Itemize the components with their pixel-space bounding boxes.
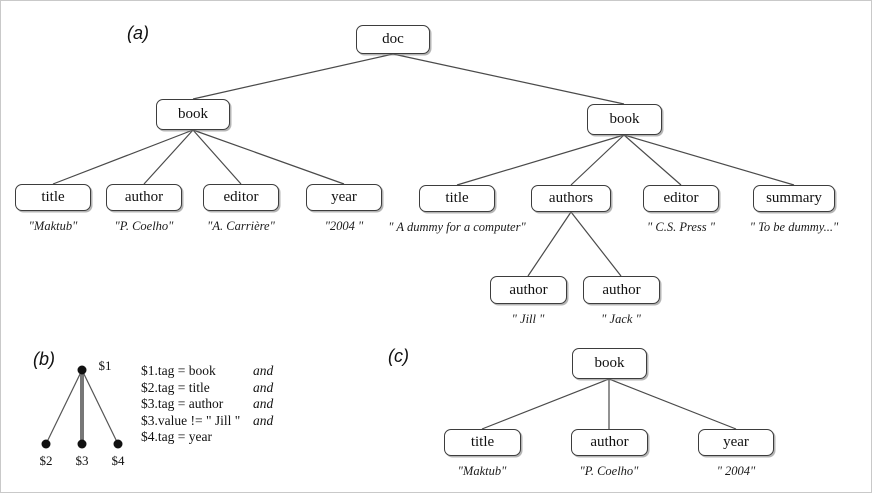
panel-label-c: (c) (388, 346, 409, 366)
edge-authors-author1 (527, 211, 572, 277)
edge-bookright-title (456, 134, 625, 186)
value-editor-right: " C.S. Press " (646, 220, 716, 234)
condition-row: $3.tag = author and (141, 396, 273, 413)
condition-expression: $1.tag = book (141, 363, 216, 378)
node-title-left[interactable]: title (15, 184, 91, 211)
node-c-title[interactable]: title (444, 429, 521, 456)
edge-c-book-year (608, 378, 737, 430)
edge-v1-v4 (81, 369, 119, 445)
value-summary: " To be dummy..." (749, 220, 839, 234)
value-author-jill: " Jill " (511, 312, 545, 326)
value-c-year: " 2004" (716, 464, 756, 478)
query-node-v1-dot[interactable] (77, 365, 87, 375)
node-c-year[interactable]: year (698, 429, 774, 456)
value-author-jack: " Jack " (601, 312, 641, 326)
condition-row: $4.tag = year (141, 429, 273, 446)
edge-bookright-summary (623, 134, 795, 186)
node-title-right[interactable]: title (419, 185, 495, 212)
value-c-author: "P. Coelho" (579, 464, 639, 478)
edge-bookright-editor (623, 134, 682, 186)
edge-authors-author2 (570, 211, 622, 277)
value-title-left: "Maktub" (28, 219, 78, 233)
condition-expression: $4.tag = year (141, 429, 212, 444)
query-node-v3-label: $3 (75, 453, 89, 468)
edge-doc-book-right (392, 53, 625, 105)
node-c-book[interactable]: book (572, 348, 647, 379)
query-node-v3-dot[interactable] (77, 439, 87, 449)
node-editor-right[interactable]: editor (643, 185, 719, 212)
query-node-v2-label: $2 (39, 453, 53, 468)
value-c-title: "Maktub" (457, 464, 507, 478)
query-node-v4-label: $4 (111, 453, 125, 468)
edge-bookright-authors (570, 134, 625, 186)
value-title-right: " A dummy for a computer" (388, 220, 526, 234)
condition-conjunction: and (253, 396, 274, 411)
value-year-left: "2004 " (324, 219, 364, 233)
edge-c-book-title (481, 378, 610, 430)
node-c-author[interactable]: author (571, 429, 648, 456)
edge-bookleft-title (52, 129, 194, 185)
node-author-left[interactable]: author (106, 184, 182, 211)
edge-bookleft-author (143, 129, 194, 185)
edge-bookleft-year (192, 129, 345, 185)
edge-bookleft-editor (192, 129, 242, 185)
query-conditions-list: $1.tag = book and $2.tag = title and $3.ta… (141, 363, 273, 446)
condition-expression: $3.tag = author (141, 396, 224, 411)
condition-conjunction: and (253, 412, 274, 428)
panel-label-a: (a) (127, 23, 149, 43)
query-node-v1-label: $1 (98, 358, 112, 373)
condition-row: $2.tag = title and (141, 380, 273, 397)
node-author-jack[interactable]: author (583, 276, 660, 304)
query-node-v4-dot[interactable] (113, 439, 123, 449)
condition-conjunction: and (253, 363, 274, 378)
edge-v1-v2 (45, 369, 83, 445)
condition-expression: $2.tag = title (141, 379, 210, 395)
node-doc[interactable]: doc (356, 25, 430, 54)
value-editor-left: "A. Carrière" (207, 219, 275, 233)
node-editor-left[interactable]: editor (203, 184, 279, 211)
node-book-right[interactable]: book (587, 104, 662, 135)
node-year-left[interactable]: year (306, 184, 382, 211)
value-author-left: "P. Coelho" (114, 219, 174, 233)
condition-conjunction: and (253, 379, 274, 395)
edge-doc-book-left (192, 53, 394, 100)
condition-expression: $3.value != " Jill " (141, 412, 241, 428)
condition-row: $3.value != " Jill " and (141, 413, 273, 430)
node-author-jill[interactable]: author (490, 276, 567, 304)
node-authors[interactable]: authors (531, 185, 611, 212)
condition-row: $1.tag = book and (141, 363, 273, 380)
node-summary[interactable]: summary (753, 185, 835, 212)
node-book-left[interactable]: book (156, 99, 230, 130)
panel-label-b: (b) (33, 349, 55, 369)
query-node-v2-dot[interactable] (41, 439, 51, 449)
